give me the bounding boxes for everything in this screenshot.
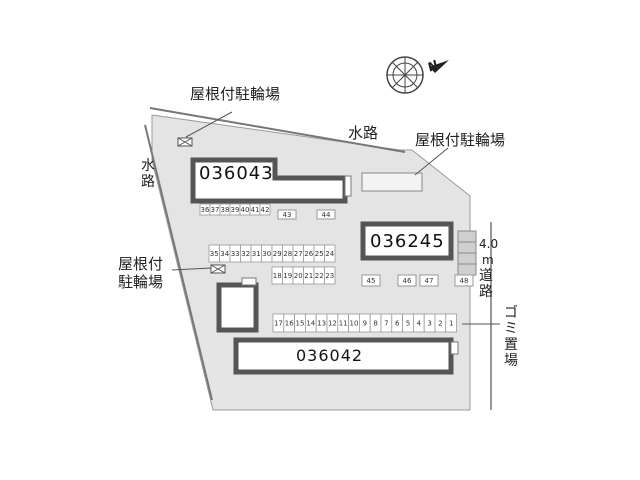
parking-right-slot-label: 46	[403, 277, 412, 285]
parking-mid-upper-slot-label: 32	[241, 250, 250, 258]
parking-bottom-slot-label: 13	[317, 320, 326, 328]
label-bike-roof-right: 屋根付駐輪場	[415, 131, 506, 149]
parking-mid-upper-slot-label: 29	[273, 250, 282, 258]
parking-top-extra: 43 44	[277, 209, 336, 220]
compass-icon	[386, 56, 449, 94]
parking-top-slot	[259, 203, 271, 216]
parking-top-slot-label: 38	[221, 206, 230, 214]
canal-left-line	[144, 124, 213, 401]
parking-bottom-slot	[445, 313, 457, 333]
parking-mid-upper-slot-label: 31	[252, 250, 261, 258]
parking-top-slot-label: 36	[201, 206, 210, 214]
parking-bottom-slot-label: 11	[339, 320, 348, 328]
parking-bottom-slot-label: 8	[373, 320, 377, 328]
parking-mid-upper-slot-label: 28	[283, 250, 292, 258]
building-036245	[360, 221, 454, 261]
parking-extra-slot	[277, 209, 297, 220]
building-036043	[190, 157, 352, 204]
parking-mid-upper-slot-label: 25	[315, 250, 324, 258]
parking-right-slot-label: 47	[425, 277, 434, 285]
parking-bottom-slot-label: 3	[427, 320, 431, 328]
label-garbage: ゴミ置場	[504, 305, 518, 369]
building-label-036042: 036042	[296, 346, 364, 365]
parking-bottom-slot-label: 6	[395, 320, 400, 328]
parking-mid-upper-slot-label: 33	[231, 250, 240, 258]
parking-bottom-slot-label: 16	[285, 320, 294, 328]
label-bike-roof-top: 屋根付駐輪場	[190, 85, 281, 103]
bike-shelter-marker-top	[177, 137, 193, 147]
label-road: 道路	[479, 268, 493, 300]
leader-bike-top	[185, 111, 233, 138]
parking-mid-lower-slot-label: 21	[304, 272, 313, 280]
label-road-width: 4.0	[479, 237, 499, 251]
parking-top-slot-label: 39	[231, 206, 240, 214]
parking-row-right: 45 46 47 48	[361, 274, 474, 287]
parking-bottom-slot-label: 17	[274, 320, 283, 328]
bike-rack-top-right	[361, 172, 423, 192]
parking-mid-lower-slot-label: 22	[315, 272, 324, 280]
parking-right-slot-label: 48	[460, 277, 469, 285]
parking-right-slot	[419, 274, 439, 287]
parking-top-slot-label: 41	[251, 206, 260, 214]
parking-mid-upper-slot-label: 24	[325, 250, 334, 258]
parking-bottom-slot-label: 7	[384, 320, 388, 328]
label-road-unit: m	[482, 253, 494, 267]
parking-mid-upper-slot-label: 35	[210, 250, 219, 258]
label-bike-roof-left-2: 駐輪場	[118, 273, 164, 291]
building-label-036043: 036043	[199, 163, 274, 184]
label-canal-top: 水路	[348, 124, 379, 142]
parking-mid-upper-slot-label: 34	[220, 250, 229, 258]
parking-mid-upper-slot-label: 26	[304, 250, 313, 258]
parking-bottom-slot-label: 2	[438, 320, 442, 328]
parking-bottom-slot-label: 9	[363, 320, 367, 328]
parking-right-slot	[454, 274, 474, 287]
parking-extra-slot-label: 44	[322, 211, 331, 219]
parking-top-slot-label: 42	[261, 206, 270, 214]
parking-mid-lower-slot-label: 20	[294, 272, 303, 280]
parking-bottom-slot-label: 4	[417, 320, 422, 328]
parking-bottom-slot-label: 12	[328, 320, 337, 328]
leader-bike-left	[171, 267, 212, 271]
parking-bottom-slot-label: 1	[449, 320, 453, 328]
parking-mid-lower-slot-label: 18	[273, 272, 282, 280]
parking-bottom-slot-label: 15	[296, 320, 305, 328]
parking-mid-lower-slot	[324, 266, 336, 285]
building-label-036245: 036245	[370, 231, 445, 252]
building-036042	[233, 337, 459, 375]
leader-bike-right	[414, 147, 449, 176]
parking-mid-upper-slot-label: 27	[294, 250, 303, 258]
parking-mid-lower-slot-label: 23	[325, 272, 334, 280]
parking-mid-upper-slot-label: 30	[262, 250, 271, 258]
parking-mid-upper-slot	[324, 244, 336, 263]
parking-top-slot-label: 37	[211, 206, 220, 214]
parking-top-slot-label: 40	[241, 206, 250, 214]
canal-top-line	[149, 107, 406, 153]
parking-bottom-slot-label: 5	[406, 320, 410, 328]
parking-bottom-slot-label: 14	[306, 320, 315, 328]
parking-right-slot	[361, 274, 381, 287]
label-bike-roof-left-1: 屋根付	[118, 255, 164, 273]
label-canal-left: 水路	[141, 158, 155, 190]
parking-extra-slot-label: 43	[283, 211, 292, 219]
parking-mid-lower-slot-label: 19	[283, 272, 292, 280]
small-building	[216, 277, 259, 333]
parking-right-slot-label: 45	[367, 277, 376, 285]
bike-shelter-marker-left	[210, 264, 226, 274]
parking-right-slot	[397, 274, 417, 287]
parking-bottom-slot-label: 10	[350, 320, 359, 328]
bike-rack-right	[457, 230, 477, 276]
parking-extra-slot	[316, 209, 336, 220]
